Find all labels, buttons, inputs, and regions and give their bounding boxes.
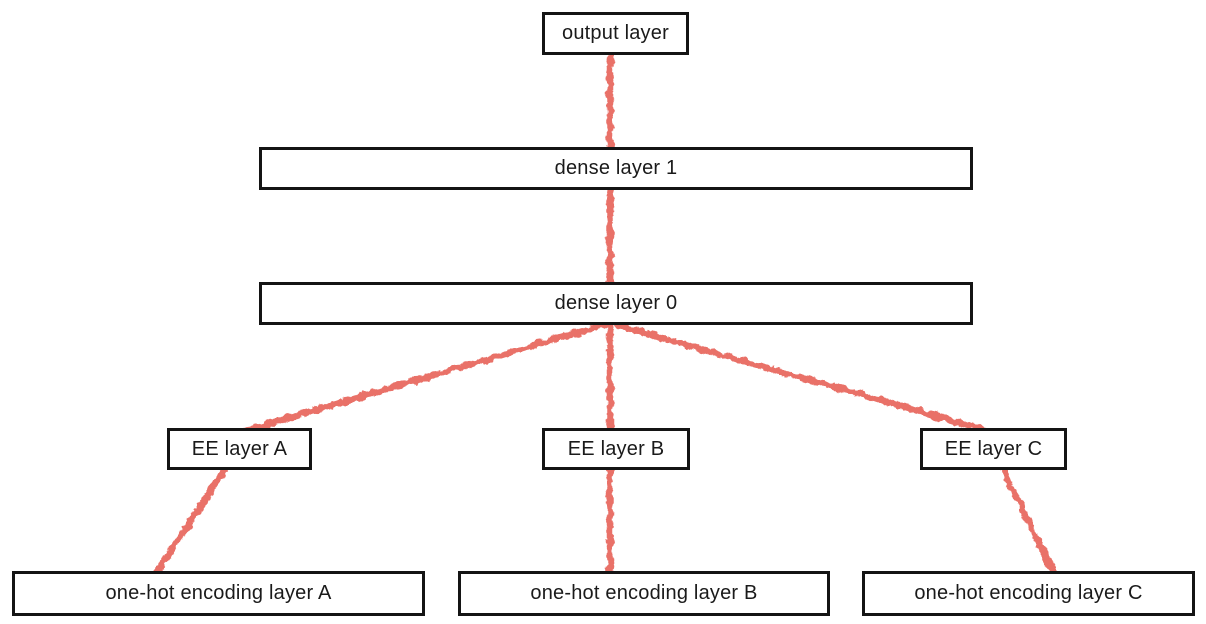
edge-dense0-ee-a xyxy=(237,319,614,436)
node-onehot-encoding-layer-b-label: one-hot encoding layer B xyxy=(530,582,758,604)
node-ee-layer-c: EE layer C xyxy=(920,428,1067,470)
edge-ee-c-onehot-c xyxy=(998,464,1058,577)
node-onehot-encoding-layer-b: one-hot encoding layer B xyxy=(458,571,830,616)
node-dense-layer-1: dense layer 1 xyxy=(259,147,973,190)
node-onehot-encoding-layer-c-label: one-hot encoding layer C xyxy=(914,582,1143,604)
node-ee-layer-a: EE layer A xyxy=(167,428,312,470)
node-ee-layer-b-label: EE layer B xyxy=(567,437,665,460)
node-onehot-encoding-layer-c: one-hot encoding layer C xyxy=(862,571,1195,616)
node-ee-layer-c-label: EE layer C xyxy=(944,437,1043,460)
node-ee-layer-a-label: EE layer A xyxy=(191,437,288,460)
edge-dense0-ee-c xyxy=(606,319,996,436)
node-dense-layer-0: dense layer 0 xyxy=(259,282,973,325)
node-onehot-encoding-layer-a: one-hot encoding layer A xyxy=(12,571,425,616)
edge-ee-a-onehot-a xyxy=(152,464,230,577)
node-output-layer-label: output layer xyxy=(562,22,669,44)
node-dense-layer-1-label: dense layer 1 xyxy=(554,157,678,179)
node-dense-layer-0-label: dense layer 0 xyxy=(554,292,678,314)
node-output-layer: output layer xyxy=(542,12,689,55)
node-onehot-encoding-layer-a-label: one-hot encoding layer A xyxy=(105,582,332,604)
node-ee-layer-b: EE layer B xyxy=(542,428,690,470)
